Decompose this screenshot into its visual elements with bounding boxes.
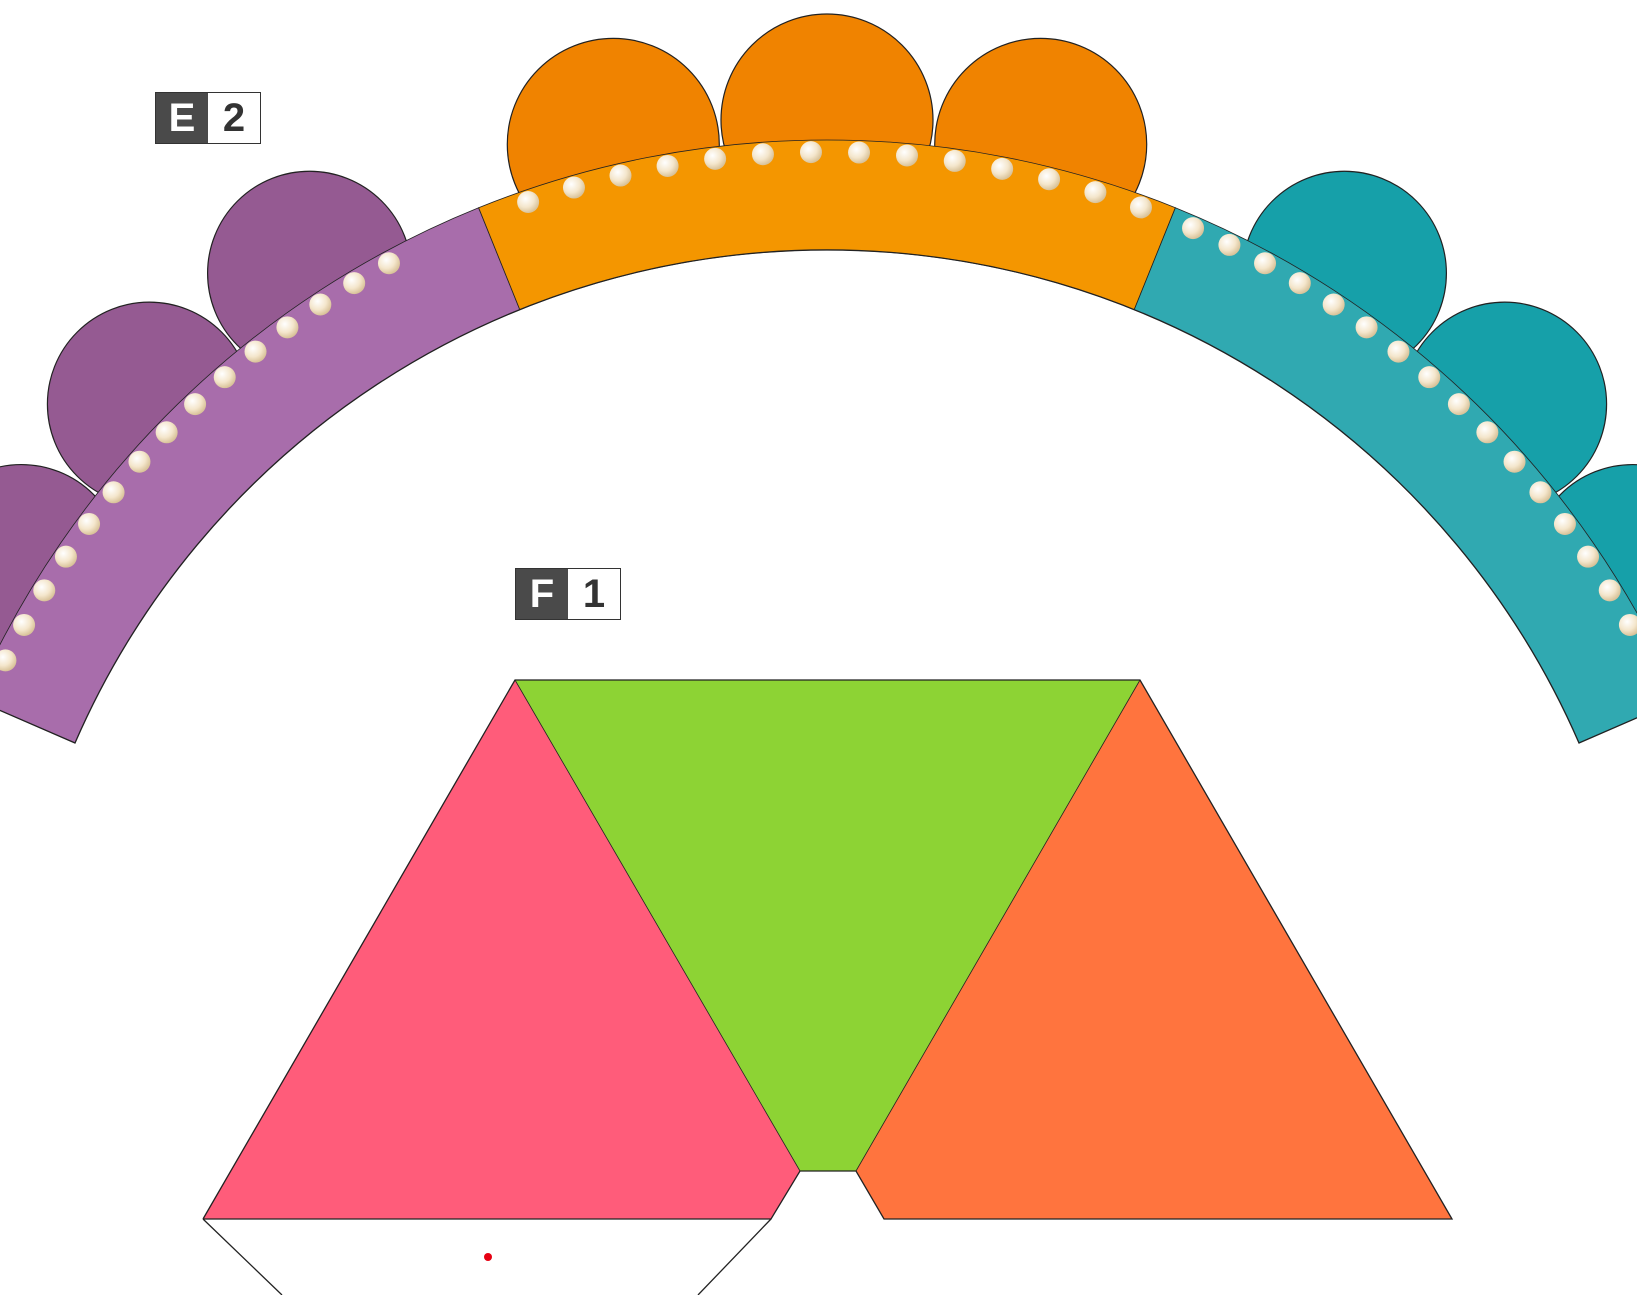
pink-triangle-panel xyxy=(203,680,800,1219)
teal-band-dot xyxy=(1553,512,1576,535)
purple-band-dot xyxy=(54,545,77,568)
teal-band-dot xyxy=(1254,252,1277,275)
orange-band-dot xyxy=(562,176,585,199)
orange-band-dot xyxy=(799,141,822,164)
teal-band-dot xyxy=(1447,393,1470,416)
purple-band-dot xyxy=(377,252,400,275)
piece-f-label: F 1 xyxy=(515,568,621,620)
base-flap-outline-right xyxy=(697,1218,772,1295)
coral-triangle-panel xyxy=(856,680,1452,1219)
purple-band-dot xyxy=(309,293,332,316)
teal-band-dot xyxy=(1529,481,1552,504)
green-triangle-panel xyxy=(515,680,1140,1171)
orange-band-dot xyxy=(751,143,774,166)
teal-band-dot xyxy=(1598,579,1621,602)
purple-band-dot xyxy=(128,450,151,473)
piece-e-letter: E xyxy=(156,93,208,143)
purple-band-dot xyxy=(13,613,36,636)
teal-band-dot xyxy=(1476,421,1499,444)
orange-band-dot xyxy=(704,147,727,170)
teal-band-dot xyxy=(1618,613,1637,636)
piece-e-number: 2 xyxy=(222,96,246,140)
orange-band-dot xyxy=(848,141,871,164)
teal-band-dot xyxy=(1322,293,1345,316)
piece-f-number: 1 xyxy=(582,572,606,616)
teal-band-dot xyxy=(1577,545,1600,568)
glue-marker-dot xyxy=(484,1253,492,1261)
purple-band-dot xyxy=(184,393,207,416)
fold-line-left xyxy=(514,679,801,1172)
teal-band-dot xyxy=(1503,450,1526,473)
orange-band-dot xyxy=(1084,181,1107,204)
purple-band-dot xyxy=(33,579,56,602)
orange-band-dot xyxy=(896,144,919,167)
piece-f-triangle-net xyxy=(202,679,1454,1295)
piece-f-outline xyxy=(202,679,1454,1220)
orange-band-dot xyxy=(943,149,966,172)
purple-band-dot xyxy=(78,512,101,535)
fold-line-right xyxy=(855,679,1141,1172)
teal-band-dot xyxy=(1418,366,1441,389)
purple-band-dot xyxy=(276,316,299,339)
teal-band-dot xyxy=(1387,340,1410,363)
purple-band-dot xyxy=(213,366,236,389)
orange-band-dot xyxy=(656,154,679,177)
piece-f-letter: F xyxy=(516,569,568,619)
purple-band-dot xyxy=(155,421,178,444)
purple-band-dot xyxy=(343,272,366,295)
orange-band-dot xyxy=(517,191,540,214)
teal-band-dot xyxy=(1288,272,1311,295)
purple-band-dot xyxy=(0,649,17,672)
piece-e-scalloped-band xyxy=(0,13,1637,744)
piece-e-label: E 2 xyxy=(155,92,261,144)
teal-band-dot xyxy=(1355,316,1378,339)
teal-band-dot xyxy=(1218,233,1241,256)
orange-band-dot xyxy=(991,157,1014,180)
purple-band-dot xyxy=(244,340,267,363)
orange-band-dot xyxy=(1038,168,1061,191)
base-flap-outline xyxy=(202,1218,283,1295)
teal-band-dot xyxy=(1182,217,1205,240)
purple-band-dot xyxy=(102,481,125,504)
orange-band-dot xyxy=(609,164,632,187)
orange-band-dot xyxy=(1129,196,1152,219)
